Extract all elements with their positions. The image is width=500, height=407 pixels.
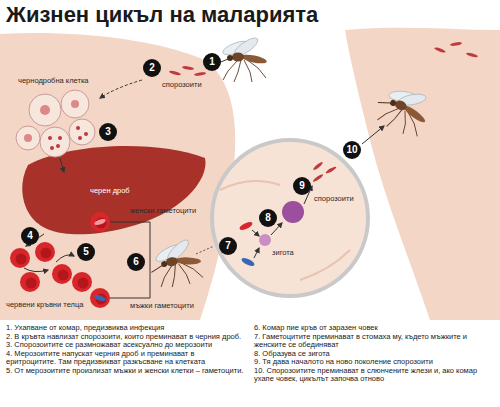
gametocyte-cells xyxy=(90,212,110,308)
female-gamete xyxy=(238,221,253,232)
step-note: 1. Ухапване от комар, предизвиква инфекц… xyxy=(6,324,244,333)
sporozoites xyxy=(312,161,337,183)
callout-number: 1 xyxy=(203,53,221,71)
part-label: чернодробна клетка xyxy=(18,76,89,85)
callout-number: 10 xyxy=(343,141,361,159)
step-note: 2. В кръвта навлизат спорозоити, които п… xyxy=(6,333,244,342)
flow-arrow xyxy=(362,126,384,144)
bracket-line xyxy=(110,222,150,298)
callout-number: 6 xyxy=(127,253,145,271)
part-label: женски гаметоцити xyxy=(130,206,196,215)
mosquito xyxy=(216,35,267,82)
part-label: черен дроб xyxy=(90,186,130,195)
flow-arrow xyxy=(252,230,259,236)
part-label: зигота xyxy=(272,248,294,257)
oocyst xyxy=(282,201,304,223)
zoom-line xyxy=(196,246,214,254)
step-note: 6. Комар пие кръв от заразен човек xyxy=(254,324,494,333)
mosquito xyxy=(370,76,437,140)
sporozoites xyxy=(169,41,478,76)
arm xyxy=(345,28,500,320)
liver xyxy=(22,146,205,234)
magnifier xyxy=(212,140,368,296)
callout-number: 3 xyxy=(99,123,117,141)
callout-number: 2 xyxy=(143,59,161,77)
liver-cells xyxy=(16,90,95,157)
step-note: 3. Спорозоитите се размножават асексуалн… xyxy=(6,341,244,350)
callout-number: 8 xyxy=(259,209,277,227)
notes-column: 6. Комар пие кръв от заразен човек7. Гам… xyxy=(254,324,494,384)
step-note: 9. Тя дава началото на ново поколение сп… xyxy=(254,358,494,367)
part-label: мъжки гаметоцити xyxy=(130,301,194,310)
step-note: 10. Спорозоитите преминават в слюнчените… xyxy=(254,367,494,384)
flow-arrow xyxy=(24,268,48,272)
step-note: 8. Образува се зигота xyxy=(254,350,494,359)
zygote xyxy=(259,234,271,246)
flow-arrow xyxy=(100,80,142,98)
callout-number: 9 xyxy=(293,177,311,195)
torso xyxy=(0,33,235,320)
part-label: червени кръвни телца xyxy=(6,300,86,309)
male-gamete xyxy=(240,257,255,268)
flow-arrow xyxy=(254,248,259,258)
part-label: спорозоити xyxy=(162,80,202,89)
step-note: 7. Гаметоцитите преминават в стомаха му,… xyxy=(254,333,494,350)
notes-column: 1. Ухапване от комар, предизвиква инфекц… xyxy=(6,324,244,375)
zoom-line xyxy=(120,40,196,60)
mosquito xyxy=(146,235,205,290)
flow-arrow xyxy=(56,255,74,262)
step-note: 5. От мерозоитите произлизат мъжки и жен… xyxy=(6,367,244,376)
callout-number: 5 xyxy=(77,243,95,261)
step-note: 4. Мерозоитите напускат черния дроб и пр… xyxy=(6,350,244,367)
part-label: спорозоити xyxy=(314,194,354,203)
title: Жизнен цикъл на маларията xyxy=(6,2,318,28)
callout-number: 7 xyxy=(219,237,237,255)
callout-number: 4 xyxy=(21,227,39,245)
flow-arrow xyxy=(60,158,64,172)
